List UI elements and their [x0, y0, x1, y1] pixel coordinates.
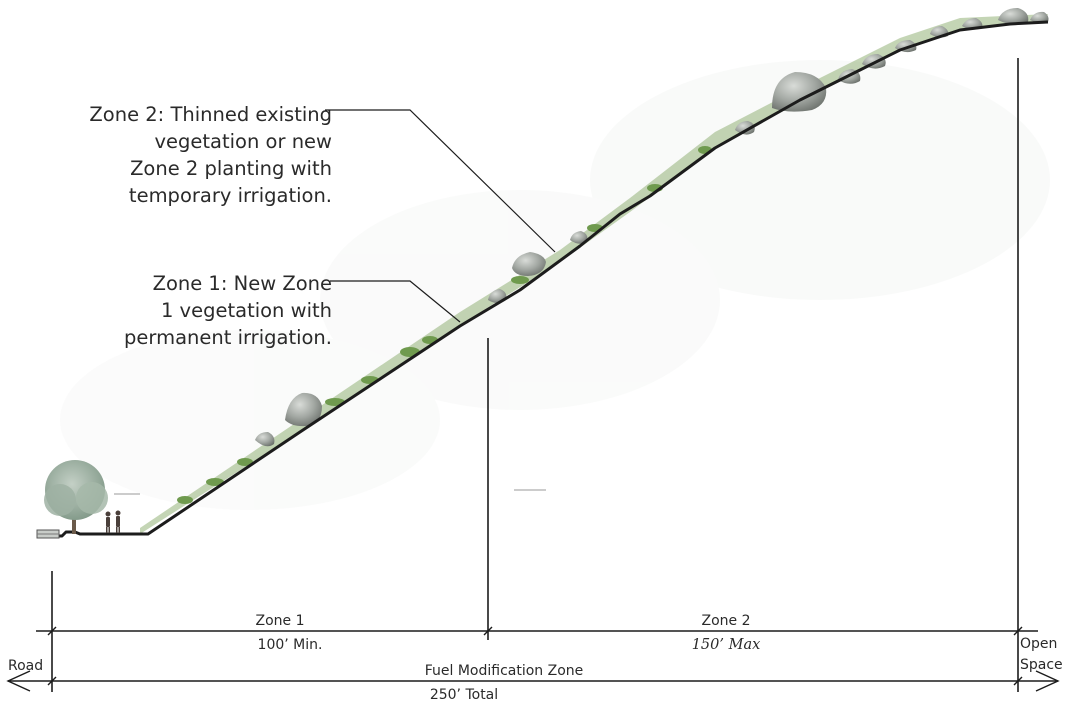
zone1-callout: Zone 1: New Zone 1 vegetation with perma… — [40, 270, 332, 351]
zone-dimension-ticks — [47, 626, 1023, 636]
zone2-leader-line — [325, 109, 556, 253]
total-dimension-ticks — [47, 676, 1023, 686]
faint-marker-arrows — [114, 489, 546, 495]
zone1-callout-line-1: Zone 1: New Zone — [152, 272, 332, 295]
zone2-dimension-value: 150’ Max — [691, 637, 761, 653]
open-space-label-line-2: Space — [1020, 657, 1063, 673]
zone2-callout-line-3: Zone 2 planting with — [130, 157, 332, 180]
background-haze — [60, 60, 1050, 510]
open-space-label: Open Space — [1020, 634, 1066, 676]
fuel-modification-zone-label: Fuel Modification Zone — [424, 663, 584, 679]
open-space-arrow-icon — [1035, 670, 1060, 692]
road-label: Road — [8, 658, 44, 674]
zone2-callout-line-4: temporary irrigation. — [128, 184, 332, 207]
road-arrow-icon — [6, 670, 31, 692]
rocks — [255, 8, 1049, 447]
zone1-callout-line-2: 1 vegetation with — [160, 299, 332, 322]
open-space-label-line-1: Open — [1020, 636, 1058, 652]
zone1-dimension-value: 100’ Min. — [257, 637, 323, 653]
zone1-dimension-label: Zone 1 — [255, 613, 305, 629]
zone2-dimension-label: Zone 2 — [701, 613, 751, 629]
zone1-callout-line-3: permanent irrigation. — [124, 326, 332, 349]
total-dimension-value: 250’ Total — [429, 687, 499, 703]
people — [105, 510, 121, 533]
tree — [44, 460, 108, 534]
zone1-leader-line — [330, 280, 461, 323]
zone2-callout: Zone 2: Thinned existing vegetation or n… — [40, 101, 332, 209]
zone2-callout-line-2: vegetation or new — [154, 130, 332, 153]
road-curb — [36, 529, 60, 539]
zone2-callout-line-1: Zone 2: Thinned existing — [89, 103, 332, 126]
